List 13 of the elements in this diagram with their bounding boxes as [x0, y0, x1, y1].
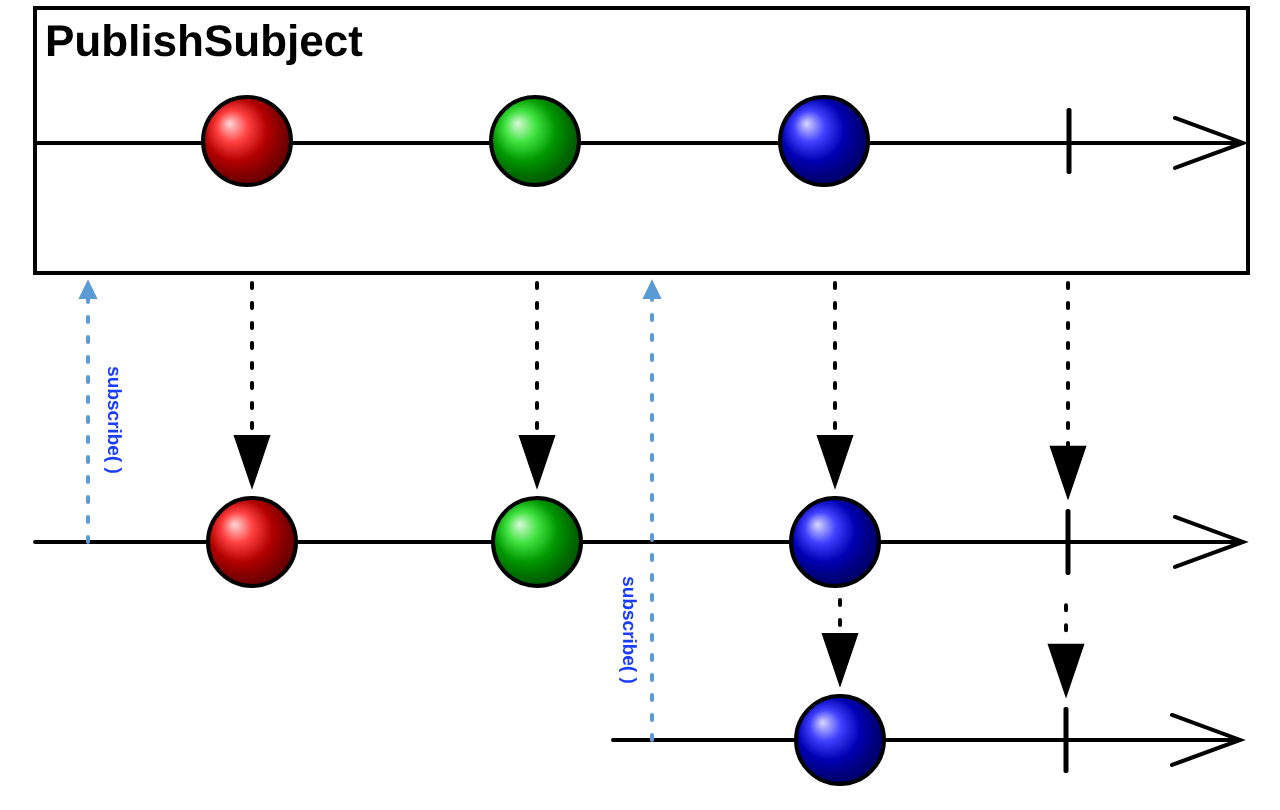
subject-box: PublishSubject — [33, 6, 1250, 275]
marble — [491, 496, 583, 588]
marble — [489, 95, 581, 187]
marble — [794, 694, 886, 786]
marble — [778, 95, 870, 187]
edge-label: subscribe( ) — [104, 366, 122, 473]
edge-label: subscribe( ) — [619, 576, 637, 683]
marble — [206, 496, 298, 588]
completion-bar — [1065, 509, 1071, 575]
marble — [789, 496, 881, 588]
completion-bar — [1063, 707, 1069, 773]
marble — [201, 95, 293, 187]
completion-bar — [1066, 108, 1072, 174]
